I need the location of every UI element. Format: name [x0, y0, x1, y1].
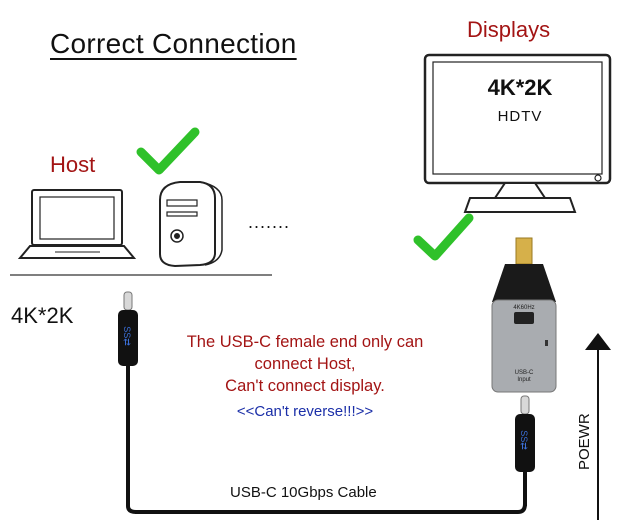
adapter-bottom-text-2: Input — [517, 377, 531, 383]
svg-text:SS⇄: SS⇄ — [122, 326, 132, 346]
cable-label: USB-C 10Gbps Cable — [230, 484, 377, 501]
check-icon — [136, 127, 200, 175]
usb-c-cable-icon: SS⇄ — [118, 291, 527, 514]
adapter-bottom-text-1: USB-C — [515, 370, 534, 376]
host-label: Host — [50, 152, 96, 177]
adapter-top-text: 4K60Hz — [513, 305, 534, 311]
warning-line-1: The USB-C female end only can — [186, 333, 424, 351]
cable-resolution: 4K*2K — [11, 303, 74, 328]
page-title: Correct Connection — [50, 28, 297, 59]
displays-label: Displays — [467, 17, 551, 42]
tv-resolution: 4K*2K — [487, 75, 553, 100]
warning-text: The USB-C female end only can connect Ho… — [140, 331, 470, 397]
power-label: POEWR — [576, 413, 593, 470]
warning-line-3: Can't connect display. — [225, 377, 385, 395]
warning-line-2: connect Host, — [254, 355, 356, 373]
reverse-note: <<Can't reverse!!!>> — [236, 403, 374, 420]
more-devices-dots: ....... — [248, 212, 291, 232]
desktop-tower-icon — [159, 181, 223, 268]
check-icon — [413, 213, 474, 261]
usb-c-cable-icon: SS⇄ — [515, 395, 535, 506]
tv-label: HDTV — [497, 108, 543, 125]
monitor-icon — [423, 53, 612, 213]
svg-text:SS⇄: SS⇄ — [519, 430, 529, 450]
adapter-icon: 4K60Hz USB-C Input — [491, 237, 557, 393]
arrow-up-icon — [585, 333, 611, 520]
laptop-icon — [17, 189, 137, 259]
